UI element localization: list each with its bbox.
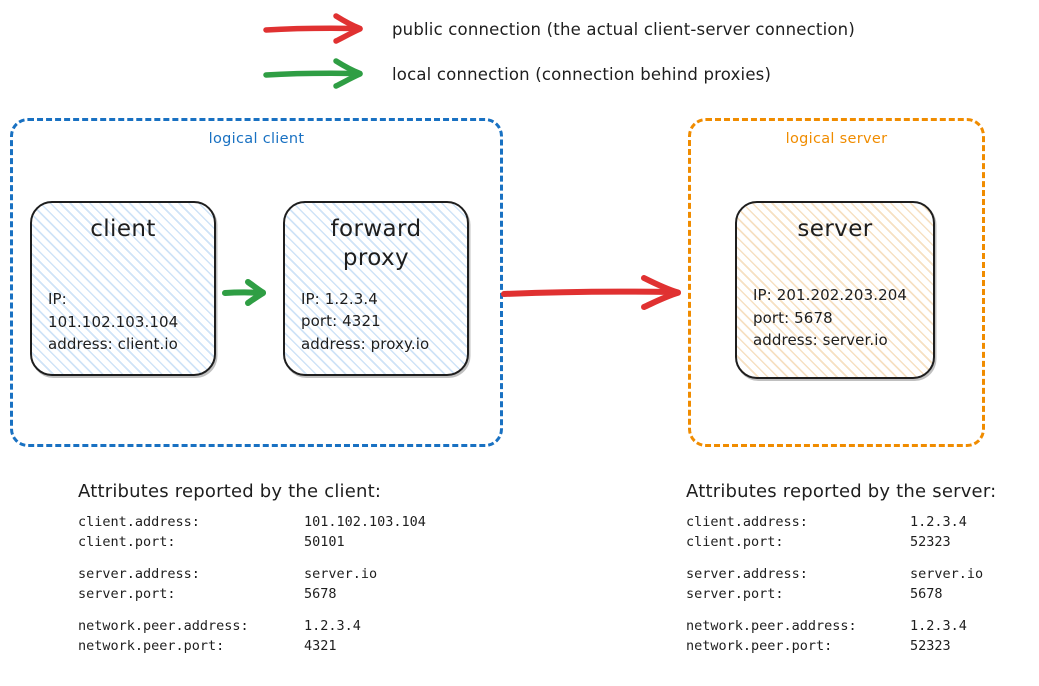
attribute-key: client.port:	[78, 533, 176, 550]
attribute-key: client.address:	[78, 514, 200, 530]
node-client-title: client	[90, 216, 156, 242]
attribute-row: client.address: 101.102.103.104	[78, 513, 426, 533]
attribute-value: 5678	[304, 585, 337, 602]
legend-label-public-connection: public connection (the actual client-ser…	[392, 19, 855, 39]
server-attributes-heading: Attributes reported by the server:	[686, 481, 997, 502]
red-arrow-icon	[262, 7, 374, 51]
node-forward-proxy-details: IP: 1.2.3.4 port: 4321 address: proxy.io	[301, 288, 451, 356]
attribute-key: client.port:	[686, 533, 784, 550]
attribute-value: 1.2.3.4	[910, 514, 967, 530]
attribute-key: network.peer.address:	[686, 618, 857, 635]
client-attributes-rows: client.address: 101.102.103.104 client.por…	[78, 513, 426, 656]
logical-client-label: logical client	[208, 131, 305, 147]
node-forward-proxy-ip: IP: 1.2.3.4	[301, 289, 378, 308]
attribute-group-spacer	[686, 604, 983, 617]
node-forward-proxy-port: port: 4321	[301, 312, 381, 331]
legend-item-local-connection: local connection (connection behind prox…	[262, 52, 771, 96]
node-server[interactable]: server IP: 201.202.203.204 port: 5678 ad…	[735, 201, 935, 379]
logical-server-label: logical server	[785, 131, 888, 147]
attribute-row: network.peer.port: 52323	[686, 637, 983, 657]
attribute-value: 4321	[304, 637, 337, 654]
green-arrow-icon	[262, 52, 374, 96]
public-connection-arrow-client-to-server	[500, 268, 690, 318]
attribute-row: client.port: 52323	[686, 533, 983, 553]
attribute-group-spacer	[78, 552, 426, 565]
node-forward-proxy-address: address: proxy.io	[301, 334, 430, 353]
attribute-value: 1.2.3.4	[304, 618, 361, 635]
node-server-title: server	[797, 216, 873, 242]
client-attributes-heading: Attributes reported by the client:	[78, 481, 382, 502]
client-attributes-block: Attributes reported by the client: clien…	[78, 481, 426, 656]
attribute-row: network.peer.address: 1.2.3.4	[686, 617, 983, 637]
node-server-details: IP: 201.202.203.204 port: 5678 address: …	[753, 284, 917, 352]
legend-item-public-connection: public connection (the actual client-ser…	[262, 7, 855, 51]
attribute-row: client.port: 50101	[78, 533, 426, 553]
attribute-key: server.address:	[78, 566, 200, 583]
logical-client-group: logical client	[10, 118, 503, 447]
attribute-row: client.address: 1.2.3.4	[686, 513, 983, 533]
server-attributes-block: Attributes reported by the server: clien…	[686, 481, 996, 656]
attribute-key: server.port:	[78, 585, 176, 602]
attribute-row: network.peer.port: 4321	[78, 637, 426, 657]
attribute-value: server.io	[304, 566, 378, 583]
node-server-port: port: 5678	[753, 308, 833, 327]
attribute-row: server.port: 5678	[686, 585, 983, 605]
node-client-ip: IP: 101.102.103.104	[48, 290, 179, 331]
attribute-row: server.port: 5678	[78, 585, 426, 605]
attribute-row: network.peer.address: 1.2.3.4	[78, 617, 426, 637]
attribute-value: 1.2.3.4	[910, 618, 967, 635]
attribute-key: server.port:	[686, 585, 784, 602]
logical-server-group: logical server	[688, 118, 985, 447]
client-attributes-table: client.address: 101.102.103.104 client.por…	[78, 513, 426, 656]
node-forward-proxy-title: forward proxy	[301, 215, 451, 274]
node-client[interactable]: client IP: 101.102.103.104 address: clie…	[30, 201, 216, 376]
attribute-value: 50101	[304, 533, 345, 550]
legend: public connection (the actual client-ser…	[0, 0, 1039, 105]
legend-label-local-connection: local connection (connection behind prox…	[392, 64, 772, 84]
attribute-key: client.address:	[686, 514, 808, 530]
attribute-value: 101.102.103.104	[304, 514, 426, 530]
attribute-value: 5678	[910, 585, 943, 602]
attribute-row: server.address: server.io	[78, 565, 426, 585]
attribute-key: network.peer.address:	[78, 618, 249, 635]
node-client-address: address: client.io	[48, 335, 178, 354]
attribute-key: server.address:	[686, 566, 808, 583]
attribute-group-spacer	[78, 604, 426, 617]
attribute-key: network.peer.port:	[686, 637, 833, 654]
node-forward-proxy-title-line1: forward	[330, 216, 422, 242]
attribute-group-spacer	[686, 552, 983, 565]
attribute-value: server.io	[910, 566, 984, 583]
node-server-address: address: server.io	[753, 331, 888, 350]
node-forward-proxy-title-line2: proxy	[342, 245, 410, 272]
attribute-row: server.address: server.io	[686, 565, 983, 585]
local-connection-arrow-client-to-proxy	[222, 272, 274, 314]
node-server-ip: IP: 201.202.203.204	[753, 286, 908, 305]
attribute-value: 52323	[910, 533, 951, 550]
node-client-details: IP: 101.102.103.104 address: client.io	[48, 288, 198, 356]
attribute-key: network.peer.port:	[78, 637, 225, 654]
attribute-value: 52323	[910, 637, 951, 654]
node-forward-proxy[interactable]: forward proxy IP: 1.2.3.4 port: 4321 add…	[283, 201, 469, 376]
